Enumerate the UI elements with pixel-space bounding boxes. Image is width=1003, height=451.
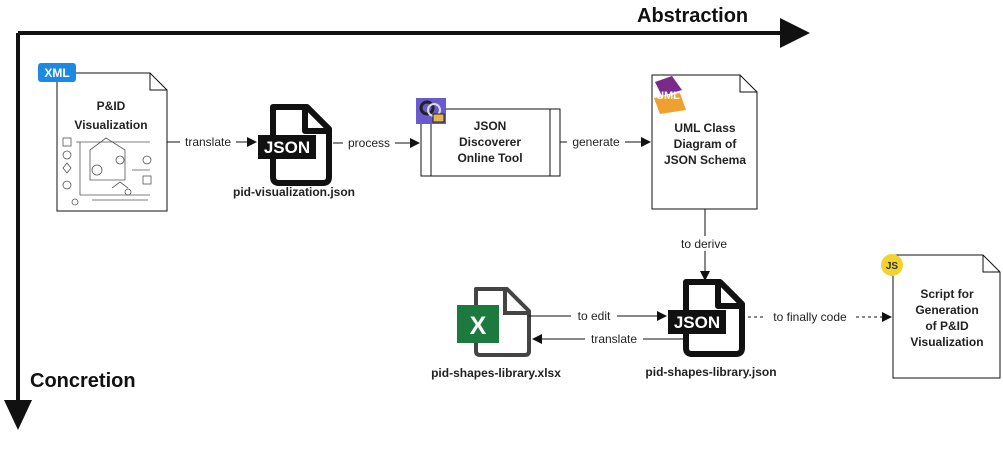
json-discoverer-tool-icon	[416, 98, 446, 124]
pid-schematic-thumbnail	[62, 137, 152, 206]
json-discoverer-node[interactable]: JSON Discoverer Online Tool	[420, 108, 561, 177]
json-file-2-caption: pid-shapes-library.json	[645, 365, 776, 379]
svg-text:XML: XML	[44, 66, 69, 80]
pid-visualization-title-1: P&ID	[97, 99, 126, 113]
abstraction-axis	[18, 18, 810, 48]
json-file-icon-1[interactable]: JSON	[258, 104, 332, 186]
excel-file-icon[interactable]: X	[457, 287, 531, 357]
uml-diagram-line-3: JSON Schema	[664, 153, 746, 167]
edge-to-derive: to derive	[673, 209, 735, 281]
script-line-3: of P&ID	[925, 319, 969, 333]
svg-text:JSON: JSON	[674, 313, 720, 332]
json-discoverer-line-1: JSON	[474, 119, 507, 133]
svg-text:to derive: to derive	[681, 237, 727, 251]
svg-text:translate: translate	[185, 135, 231, 149]
json-file-icon-2[interactable]: JSON	[668, 279, 745, 357]
svg-text:UML: UML	[656, 90, 680, 102]
xml-badge-icon: XML	[38, 63, 76, 82]
svg-text:JSON: JSON	[264, 138, 310, 157]
uml-diagram-line-1: UML Class	[674, 121, 735, 135]
script-line-1: Script for	[920, 287, 974, 301]
edge-to-finally-code: to finally code	[742, 309, 892, 324]
svg-text:JS: JS	[886, 261, 899, 272]
edge-translate-1: translate	[167, 134, 257, 149]
edge-generate: generate	[560, 134, 651, 149]
svg-text:generate: generate	[572, 135, 620, 149]
concretion-label: Concretion	[30, 370, 136, 392]
excel-file-caption: pid-shapes-library.xlsx	[431, 366, 561, 380]
script-line-4: Visualization	[910, 335, 983, 349]
svg-text:to finally code: to finally code	[773, 310, 847, 324]
svg-text:X: X	[470, 312, 487, 340]
script-line-2: Generation	[915, 303, 978, 317]
pid-visualization-title-2: Visualization	[74, 118, 147, 132]
json-discoverer-line-3: Online Tool	[457, 151, 522, 165]
edge-translate-2: translate	[532, 331, 686, 346]
svg-text:to edit: to edit	[578, 309, 611, 323]
edge-process: process	[333, 135, 420, 150]
svg-text:translate: translate	[591, 332, 637, 346]
edge-to-edit: to edit	[529, 308, 667, 323]
json-discoverer-line-2: Discoverer	[459, 135, 521, 149]
uml-diagram-line-2: Diagram of	[674, 137, 738, 151]
js-badge-icon: JS	[881, 254, 903, 276]
uml-logo-icon: UML	[654, 76, 686, 114]
pid-visualization-node[interactable]: P&ID Visualization	[56, 72, 168, 212]
abstraction-label: Abstraction	[637, 5, 748, 27]
script-node[interactable]: Script for Generation of P&ID Visualizat…	[892, 254, 1001, 379]
svg-text:process: process	[348, 136, 390, 150]
json-file-1-caption: pid-visualization.json	[233, 185, 355, 199]
concretion-axis	[4, 33, 32, 430]
